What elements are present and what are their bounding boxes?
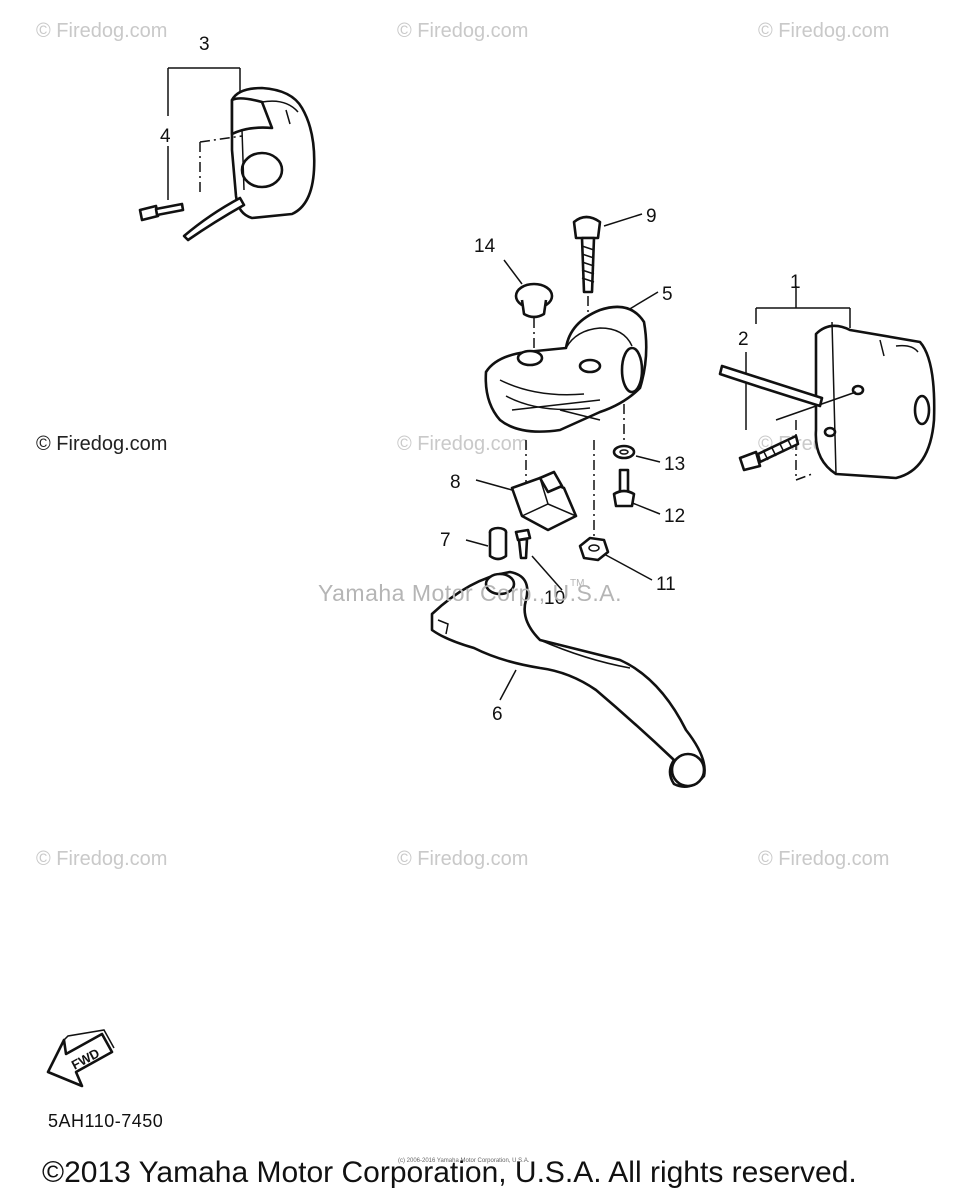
callout-1: 1 bbox=[790, 272, 801, 293]
callout-14: 14 bbox=[474, 236, 496, 257]
footer-fineprint: (c) 2006-2016 Yamaha Motor Corporation, … bbox=[398, 1158, 530, 1164]
callout-12: 12 bbox=[664, 506, 685, 527]
callout-4: 4 bbox=[160, 126, 171, 147]
callout-5: 5 bbox=[662, 284, 673, 305]
part-14-cap bbox=[503, 259, 554, 348]
right-handlebar-switch bbox=[718, 286, 936, 482]
part-6-lever bbox=[430, 570, 706, 788]
part-10-screw bbox=[514, 528, 563, 591]
watermark-top-left: © Firedog.com bbox=[36, 20, 168, 42]
fwd-arrow-icon bbox=[46, 1029, 115, 1088]
part-5-lever-holder bbox=[484, 291, 659, 440]
trademark-mark: TM bbox=[570, 578, 585, 589]
callout-6: 6 bbox=[492, 704, 503, 725]
part-7-collar bbox=[465, 526, 508, 561]
watermark-bottom-right: © Firedog.com bbox=[758, 848, 890, 870]
callout-7: 7 bbox=[440, 530, 451, 551]
watermark-top-right: © Firedog.com bbox=[758, 20, 890, 42]
diagram-code: 5AH110-7450 bbox=[48, 1111, 164, 1131]
part-11-nut bbox=[578, 440, 653, 581]
callout-11: 11 bbox=[656, 574, 676, 595]
watermark-top-center: © Firedog.com bbox=[397, 20, 529, 42]
left-handlebar-switch bbox=[138, 67, 316, 242]
part-12-bolt bbox=[612, 468, 661, 515]
part-8-switch bbox=[475, 440, 578, 532]
watermark-center-middle: © Firedog.com bbox=[397, 433, 529, 455]
callout-8: 8 bbox=[450, 472, 461, 493]
callout-9: 9 bbox=[646, 206, 657, 227]
part-13-washer bbox=[612, 444, 661, 463]
callout-2: 2 bbox=[738, 329, 749, 350]
part-9-bolt bbox=[572, 213, 643, 336]
watermark-left-middle: © Firedog.com bbox=[36, 433, 168, 455]
watermark-yamaha-center: Yamaha Motor Corp., U.S.A. bbox=[318, 580, 623, 606]
callout-10: 10 bbox=[544, 588, 565, 609]
callout-13: 13 bbox=[664, 454, 685, 475]
watermark-bottom-center: © Firedog.com bbox=[397, 848, 529, 870]
callout-3: 3 bbox=[199, 34, 210, 55]
footer-copyright: ©2013 Yamaha Motor Corporation, U.S.A. A… bbox=[42, 1156, 857, 1189]
watermark-bottom-left: © Firedog.com bbox=[36, 848, 168, 870]
